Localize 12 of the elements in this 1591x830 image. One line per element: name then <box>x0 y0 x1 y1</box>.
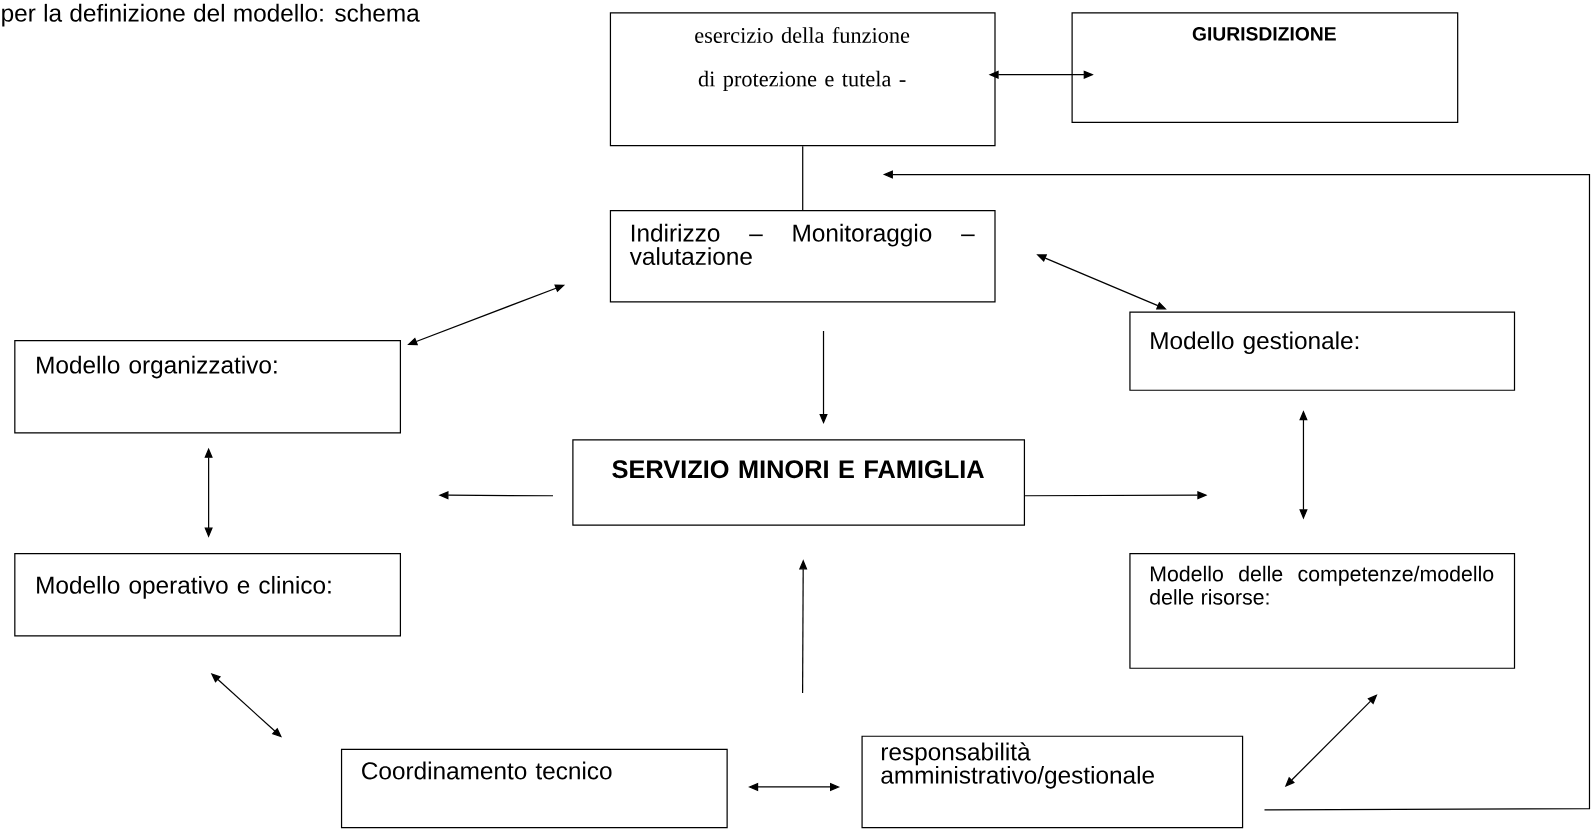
process-box: Coordinamento tecnico <box>340 748 728 829</box>
process-box: Modello operativo e clinico: <box>14 553 402 637</box>
process-box: esercizio della funzione di protezione e tutela - <box>609 12 996 147</box>
process-box: SERVIZIO MINORI E FAMIGLIA <box>572 439 1026 526</box>
process-box: Modello organizzativo: <box>14 339 402 434</box>
process-box: Indirizzo – Monitoraggio – valutazione <box>609 210 996 303</box>
process-box: Modello gestionale: <box>1129 311 1516 391</box>
process-box: responsabilità amministrativo/gestionale <box>861 735 1244 829</box>
process-box: Modello delle competenze/modello delle risorse: <box>1129 553 1516 669</box>
heading-text: per la definizione del modello: schema <box>2 3 420 27</box>
connector-line <box>802 145 804 211</box>
process-box: GIURISDIZIONE <box>1071 12 1459 123</box>
